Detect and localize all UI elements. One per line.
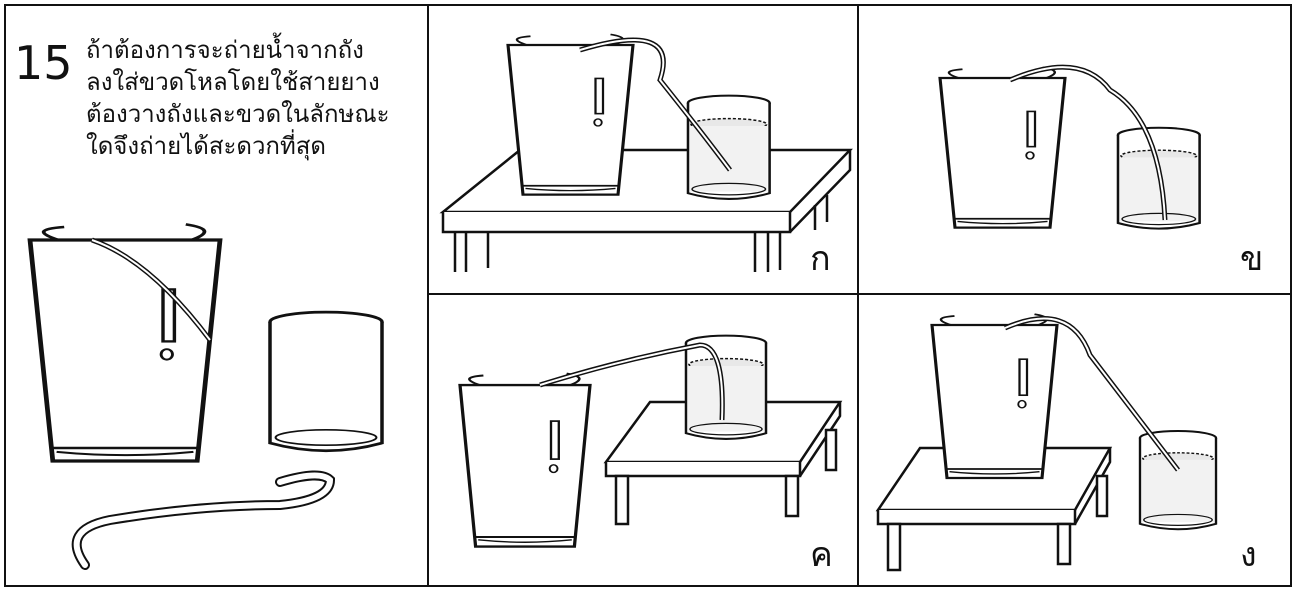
question-number: 15 — [14, 40, 73, 86]
choice-d-illustration — [878, 314, 1216, 570]
choice-b-illustration — [940, 67, 1200, 228]
choice-label-d[interactable]: ง — [1240, 538, 1257, 572]
choice-label-b[interactable]: ข — [1240, 242, 1263, 276]
intro-jar — [270, 312, 382, 451]
question-line: ใดจึงถ่ายได้สะดวกที่สุด — [86, 130, 426, 162]
choice-c-illustration — [460, 336, 840, 547]
question-line: ลงใส่ขวดโหลโดยใช้สายยาง — [86, 66, 426, 98]
question-line: ถ้าต้องการจะถ่ายน้ำจากถัง — [86, 34, 426, 66]
intro-hose — [77, 475, 330, 565]
choice-label-c[interactable]: ค — [810, 538, 833, 572]
question-text: ถ้าต้องการจะถ่ายน้ำจากถัง ลงใส่ขวดโหลโดย… — [86, 34, 426, 162]
question-line: ต้องวางถังและขวดในลักษณะ — [86, 98, 426, 130]
choice-a-illustration — [443, 34, 850, 272]
intro-bucket — [30, 224, 220, 461]
choice-label-a[interactable]: ก — [810, 242, 831, 276]
